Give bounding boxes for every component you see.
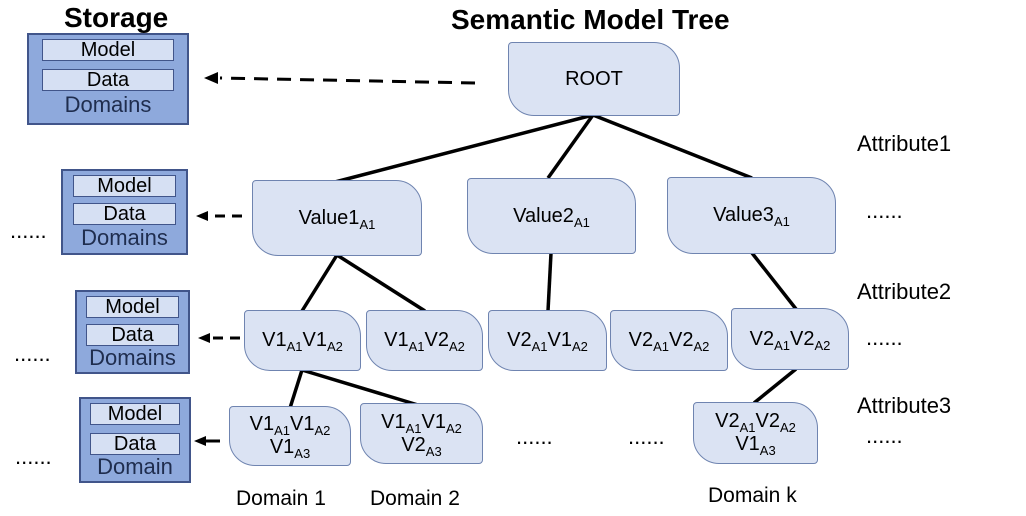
edge-v11-domain1 — [288, 369, 304, 409]
ellipsis-left-level1: ...... — [10, 218, 47, 243]
level2-node: V2A1V2A2 — [731, 308, 849, 370]
domain-label: Domain — [97, 454, 173, 479]
tree-heading: Semantic Model Tree — [451, 4, 730, 35]
ellipsis-left-level3: ...... — [15, 444, 52, 469]
edge-v22-domaink — [752, 367, 798, 405]
arrowhead-root — [204, 72, 218, 84]
data-slot: Data — [89, 433, 181, 455]
value-node: Value3A1 — [667, 177, 836, 254]
value-label: Value2 — [513, 204, 574, 227]
domain-label: Domain 1 — [236, 487, 326, 510]
root-label: ROOT — [565, 67, 623, 90]
storage-block-level1: Model Data Domains — [61, 169, 188, 255]
level2-node: V2A1V1A2 — [488, 310, 607, 371]
edge-value1-v12 — [336, 253, 426, 313]
model-slot: Model — [72, 175, 177, 197]
edge-v11-domain2 — [301, 368, 419, 407]
level2-node: V2A1V2A2 — [610, 310, 728, 371]
domains-label: Domains — [64, 92, 152, 117]
value-label: Value3 — [713, 204, 774, 226]
ellipsis-right: ...... — [866, 198, 903, 223]
edge-root-value1 — [334, 113, 594, 184]
value-node: Value1A1 — [252, 180, 422, 256]
storage-heading: Storage — [64, 2, 169, 33]
arrowhead-level3 — [194, 436, 206, 446]
ellipsis-right: ...... — [866, 325, 903, 350]
domain-node: V1A1V1A2 V1A3 — [229, 406, 351, 466]
arrowhead-level2 — [198, 333, 210, 343]
edge-value2-v21 — [546, 252, 553, 312]
domain-node: V2A1V2A2 V1A3 — [693, 402, 818, 464]
domains-label: Domains — [89, 345, 176, 370]
edge-value3-v22 — [750, 251, 798, 311]
storage-block-level3: Model Data Domain — [79, 397, 191, 483]
domain-label: Domain k — [708, 484, 797, 507]
storage-block-level2: Model Data Domains — [75, 290, 190, 374]
dashed-arrow-root — [219, 76, 476, 85]
ellipsis-left-level2: ...... — [14, 341, 51, 366]
level2-node: V1A1V1A2 — [244, 310, 361, 371]
model-slot: Model — [41, 39, 175, 61]
data-slot: Data — [41, 69, 175, 91]
model-slot: Model — [85, 296, 180, 318]
data-slot: Data — [85, 324, 180, 346]
domain-label: Domain 2 — [370, 487, 460, 510]
value-label: Value1 — [298, 206, 360, 229]
level2-node: V1A1V2A2 — [366, 310, 483, 371]
ellipsis-domain-gap: ...... — [516, 424, 553, 449]
value-subscript: A1 — [359, 216, 376, 232]
storage-block-root: Model Data Domains — [27, 33, 189, 125]
arrowhead-level1 — [196, 211, 208, 221]
model-slot: Model — [89, 403, 181, 425]
value-subscript: A1 — [573, 214, 590, 230]
data-slot: Data — [72, 203, 177, 225]
ellipsis-right: ...... — [866, 423, 903, 448]
ellipsis-domain-gap: ...... — [628, 424, 665, 449]
attribute-label: Attribute1 — [857, 131, 952, 156]
value-subscript: A1 — [773, 214, 790, 229]
edge-root-value2 — [546, 113, 595, 180]
edge-root-value3 — [592, 113, 753, 180]
domains-label: Domains — [81, 225, 168, 250]
domain-node: V1A1V1A2 V2A3 — [360, 403, 483, 464]
edge-value1-v11 — [300, 254, 339, 312]
attribute-label: Attribute3 — [857, 393, 952, 418]
attribute-label: Attribute2 — [857, 279, 952, 304]
root-node: ROOT — [508, 42, 680, 116]
value-node: Value2A1 — [467, 178, 636, 254]
